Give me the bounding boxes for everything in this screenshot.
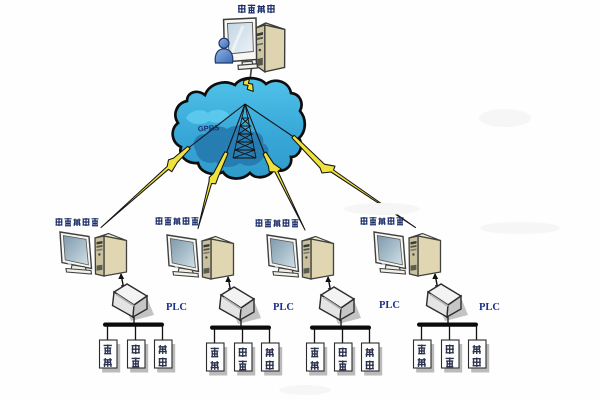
svg-text:PLC: PLC	[273, 302, 294, 313]
svg-text:GPRS: GPRS	[198, 123, 220, 133]
svg-text:PLC: PLC	[379, 300, 400, 311]
svg-text:PLC: PLC	[166, 302, 187, 313]
svg-text:PLC: PLC	[479, 302, 500, 313]
